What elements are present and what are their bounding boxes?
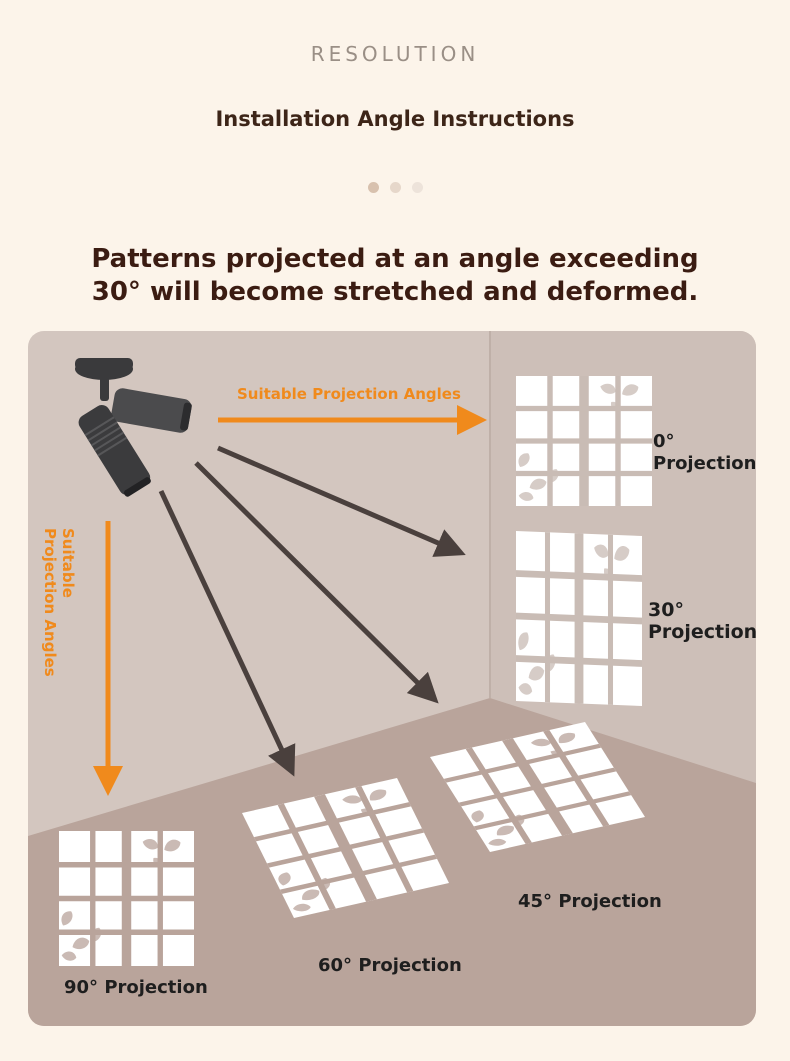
label-0deg-text: Projection — [653, 453, 756, 474]
label-0deg-angle: 0° — [653, 431, 675, 452]
arrow-30deg — [217, 445, 466, 557]
arrow-60deg — [158, 489, 296, 777]
label-30deg-angle: 30° — [648, 599, 684, 621]
label-0deg: 0° Projection — [653, 431, 756, 475]
label-45deg: 45° Projection — [518, 891, 662, 912]
vertical-label-line-1: Suitable — [59, 528, 77, 598]
window-90deg — [58, 831, 194, 966]
arrow-45deg — [194, 461, 439, 704]
horizontal-angle-label: Suitable Projection Angles — [237, 385, 461, 403]
pagination-dots — [0, 182, 790, 193]
window-30deg — [515, 531, 642, 706]
label-90deg: 90° Projection — [64, 977, 208, 998]
vertical-angle-label: Suitable Projection Angles — [41, 528, 77, 677]
eyebrow-title: RESOLUTION — [310, 42, 480, 66]
dot-2 — [389, 182, 401, 193]
window-0deg — [515, 376, 652, 506]
headline-line-2: 30° will become stretched and deformed. — [91, 277, 699, 307]
room-illustration — [28, 331, 756, 1026]
section-subtitle: Installation Angle Instructions — [215, 107, 575, 131]
label-30deg: 30° Projection — [648, 599, 756, 643]
headline: Patterns projected at an angle exceeding… — [0, 243, 790, 309]
dot-1 — [367, 182, 379, 193]
projection-diagram: Suitable Projection Angles Suitable Proj… — [28, 331, 756, 1026]
headline-line-1: Patterns projected at an angle exceeding — [91, 244, 699, 274]
vertical-label-line-2: Projection Angles — [41, 528, 59, 677]
dot-3 — [411, 182, 423, 193]
label-60deg: 60° Projection — [318, 955, 462, 976]
spotlight-fixture-icon — [75, 358, 192, 497]
label-30deg-text: Projection — [648, 621, 756, 643]
